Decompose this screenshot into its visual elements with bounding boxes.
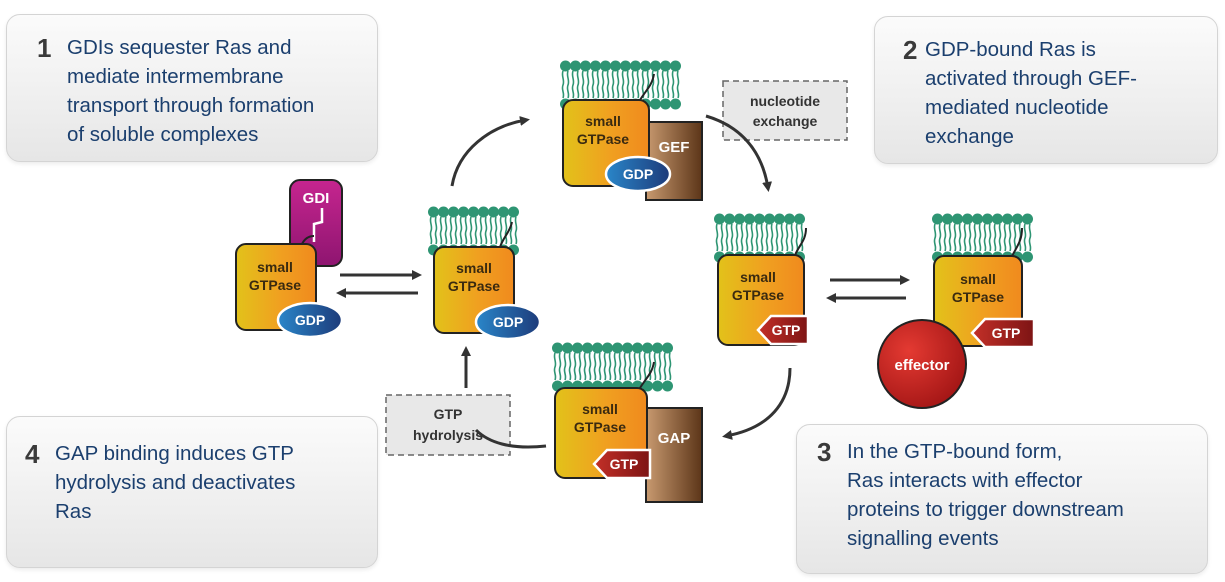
lipid xyxy=(659,59,672,111)
step-3-line: In the GTP-bound form, xyxy=(847,440,1063,463)
lipid xyxy=(561,341,574,393)
lipid xyxy=(1021,212,1034,264)
step-2-line: exchange xyxy=(925,125,1014,148)
lipid xyxy=(611,341,624,393)
gdp-label: GDP xyxy=(295,312,325,328)
step-1-text: GDIs sequester Ras and mediate intermemb… xyxy=(67,33,314,149)
lipid xyxy=(931,212,944,264)
gtpase-label: GTPase xyxy=(577,131,629,147)
gdp-nucleotide: GDP xyxy=(276,301,344,339)
step-1-line: of soluble complexes xyxy=(67,123,259,146)
step-1-number: 1 xyxy=(37,33,52,63)
cycle-arrow-hydrolysis-a xyxy=(474,428,547,449)
step-3-text: In the GTP-bound form, Ras interacts wit… xyxy=(847,437,1124,553)
effector-label: effector xyxy=(894,357,949,374)
lipid xyxy=(661,341,674,393)
gdp-nucleotide: GDP xyxy=(474,303,542,341)
step-3-line: signalling events xyxy=(847,527,999,550)
gtpase-label: GTPase xyxy=(732,287,784,303)
lipid xyxy=(669,59,682,111)
step-2-line: mediated nucleotide xyxy=(925,96,1109,119)
step-3-number: 3 xyxy=(817,437,832,467)
step-1-line: GDIs sequester Ras and xyxy=(67,36,292,59)
gtpase-label: small xyxy=(257,259,293,275)
gap-label: GAP xyxy=(658,430,691,447)
lipid xyxy=(571,341,584,393)
step-4-number: 4 xyxy=(25,439,40,469)
lipid xyxy=(591,341,604,393)
gtpase-label: GTPase xyxy=(249,277,301,293)
step-4-text: GAP binding induces GTP hydrolysis and d… xyxy=(55,439,295,526)
gtp-label: GTP xyxy=(610,456,639,472)
step-4-line: Ras xyxy=(55,500,92,523)
hydrolysis-label: GTP xyxy=(434,406,463,422)
effector-protein: effector xyxy=(877,319,967,409)
step-3-line: proteins to trigger downstream xyxy=(847,498,1124,521)
step-1-callout: 1 GDIs sequester Ras and mediate interme… xyxy=(6,14,378,162)
step-4-callout: 4 GAP binding induces GTP hydrolysis and… xyxy=(6,416,378,568)
step-2-text: GDP-bound Ras is activated through GEF- … xyxy=(925,35,1137,151)
gdp-nucleotide: GDP xyxy=(604,155,672,193)
gtp-label: GTP xyxy=(772,322,801,338)
gdi-label: GDI xyxy=(303,190,330,207)
cycle-arrow-to-gef xyxy=(450,116,530,187)
step-2-number: 2 xyxy=(903,35,918,65)
step-4-line: hydrolysis and deactivates xyxy=(55,471,296,494)
gdp-label: GDP xyxy=(623,166,653,182)
gtpase-label: small xyxy=(582,401,618,417)
exchange-label: nucleotide xyxy=(750,93,820,109)
membrane-bilayer xyxy=(551,341,674,393)
gtpase-label: small xyxy=(585,113,621,129)
lipid xyxy=(601,341,614,393)
gtpase-label: small xyxy=(456,260,492,276)
gef-label: GEF xyxy=(659,139,690,156)
cycle-arrow-to-gap xyxy=(722,367,792,440)
gtpase-label: GTPase xyxy=(448,278,500,294)
exchange-label: exchange xyxy=(753,113,818,129)
step-2-line: GDP-bound Ras is xyxy=(925,38,1096,61)
hydrolysis-label: hydrolysis xyxy=(413,427,483,443)
lipid xyxy=(621,341,634,393)
gtp-hydrolysis-box: GTP hydrolysis xyxy=(385,394,511,456)
gtpase-label: small xyxy=(960,271,996,287)
step-1-line: transport through formation xyxy=(67,94,315,117)
lipid xyxy=(581,341,594,393)
lipid xyxy=(551,341,564,393)
gtpase-label: GTPase xyxy=(952,289,1004,305)
step-2-line: activated through GEF- xyxy=(925,67,1137,90)
lipid xyxy=(649,59,662,111)
step-3-line: Ras interacts with effector xyxy=(847,469,1083,492)
gtpase-label: GTPase xyxy=(574,419,626,435)
step-4-line: GAP binding induces GTP xyxy=(55,442,294,465)
gap-protein: GAP xyxy=(645,407,703,503)
step-2-callout: 2 GDP-bound Ras is activated through GEF… xyxy=(874,16,1218,164)
nucleotide-exchange-box: nucleotide exchange xyxy=(722,80,848,141)
gtp-nucleotide: GTP xyxy=(592,448,652,480)
gtpase-label: small xyxy=(740,269,776,285)
lipid xyxy=(427,205,440,257)
gtp-nucleotide: GTP xyxy=(970,317,1036,349)
step-1-line: mediate intermembrane xyxy=(67,65,284,88)
gtp-label: GTP xyxy=(992,325,1021,341)
gtp-nucleotide: GTP xyxy=(756,314,810,346)
cycle-arrow-exchange xyxy=(705,114,772,192)
step-3-callout: 3 In the GTP-bound form, Ras interacts w… xyxy=(796,424,1208,574)
gdp-label: GDP xyxy=(493,314,523,330)
